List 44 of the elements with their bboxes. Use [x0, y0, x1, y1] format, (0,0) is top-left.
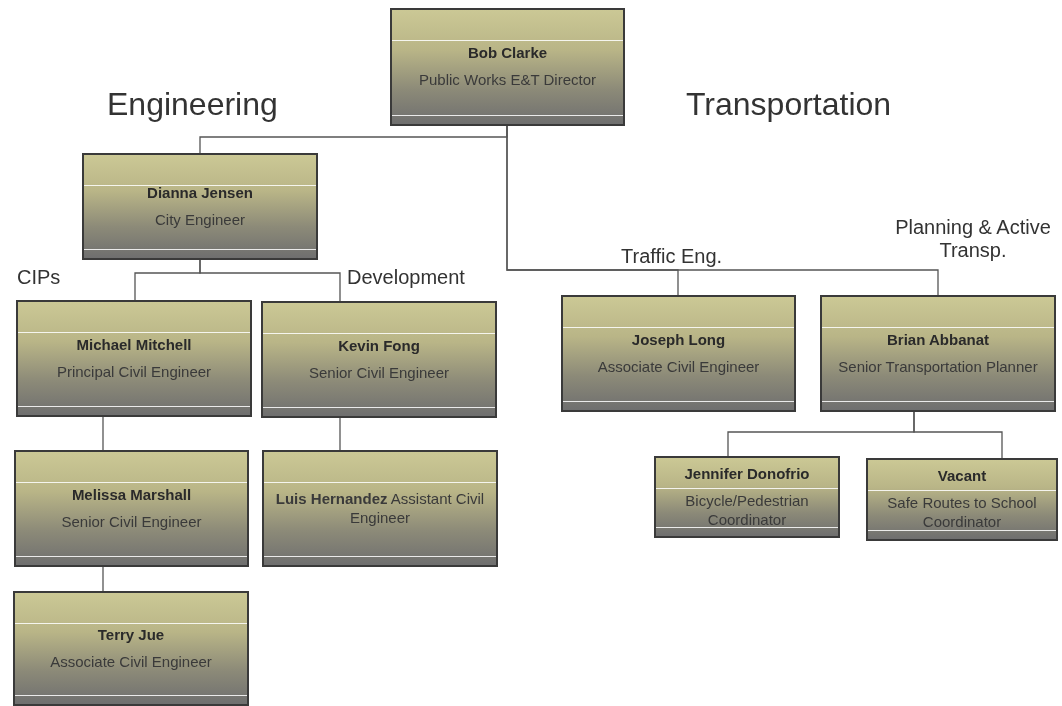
- person-name: Terry Jue: [97, 625, 165, 643]
- group-label: Planning & Active Transp.: [894, 216, 1052, 262]
- division-heading: Engineering: [107, 86, 279, 123]
- job-title: Principal Civil Engineer: [56, 362, 212, 382]
- position-box: [16, 300, 252, 417]
- position-box: [14, 450, 249, 567]
- position-box: [866, 458, 1058, 541]
- job-title: Senior Civil Engineer: [308, 363, 450, 383]
- connector-line: [102, 566, 104, 592]
- connector-line: [506, 125, 939, 296]
- job-title: Associate Civil Engineer: [597, 357, 760, 377]
- group-label: Traffic Eng.: [621, 245, 724, 268]
- connector-line: [199, 259, 341, 302]
- connector-line: [913, 411, 1003, 459]
- job-title: City Engineer: [154, 210, 245, 230]
- person-name: Michael Mitchell: [76, 335, 192, 353]
- position-box: [261, 301, 497, 418]
- group-label: CIPs: [17, 266, 62, 289]
- job-title: Bicycle/Pedestrian Coordinator: [684, 491, 810, 530]
- position-box: [654, 456, 840, 538]
- person-name: Brian Abbanat: [887, 330, 989, 348]
- position-box: [13, 591, 249, 706]
- position-box: [262, 450, 498, 567]
- person-name: Melissa Marshall: [71, 485, 192, 503]
- connector-line: [102, 416, 104, 451]
- person-name: Bob Clarke: [467, 44, 548, 62]
- connector-line: [339, 417, 341, 451]
- job-title: Senior Transportation Planner: [838, 357, 1038, 377]
- job-title: Public Works E&T Director: [419, 71, 596, 90]
- person-name: Dianna Jensen: [147, 183, 253, 201]
- person-name: Kevin Fong: [338, 336, 420, 354]
- job-title: Safe Routes to School Coordinator: [886, 494, 1038, 532]
- position-box: [561, 295, 796, 412]
- position-box: [820, 295, 1056, 412]
- person-name: Jennifer Donofrio: [684, 464, 810, 482]
- division-heading: Transportation: [686, 86, 893, 123]
- job-title: Senior Civil Engineer: [61, 512, 202, 532]
- person-name: Joseph Long: [631, 330, 726, 348]
- person-name: Vacant: [937, 467, 987, 485]
- job-title: Associate Civil Engineer: [50, 652, 212, 672]
- group-label: Development: [347, 266, 466, 289]
- position-box: [82, 153, 318, 260]
- position-box: [390, 8, 625, 126]
- job-title: Luis Hernandez Assistant Civil Engineer: [274, 489, 486, 528]
